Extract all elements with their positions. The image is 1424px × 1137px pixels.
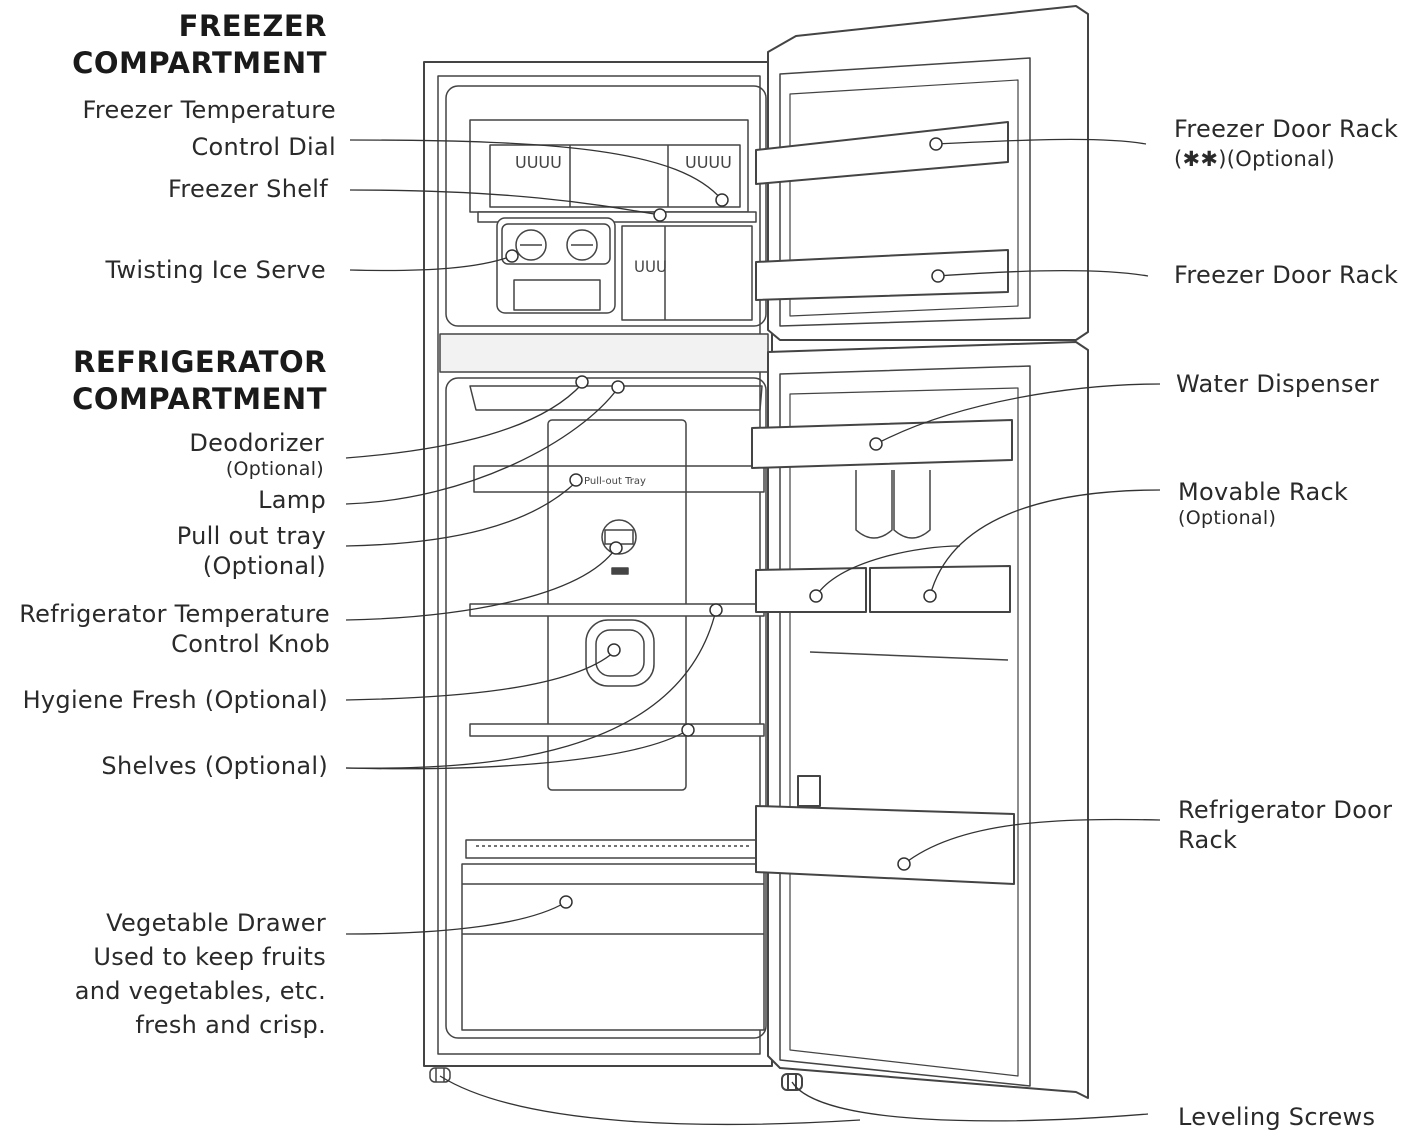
- twisting-ice-serve-unit: [496, 217, 616, 314]
- label-freezer-door-rack-optional-line2: (✱✱)(Optional): [1174, 147, 1335, 171]
- label-freezer-door-rack-optional-line1: Freezer Door Rack: [1174, 115, 1399, 143]
- leader-refrigerator-knob: [345, 547, 617, 621]
- freezer-door: [755, 5, 1089, 341]
- leader-vegetable-drawer: [345, 901, 567, 935]
- freezer-heading: FREEZER COMPARTMENT: [72, 8, 327, 82]
- target-dots: [505, 137, 945, 909]
- freezer-door-rack-lower: [755, 249, 1009, 301]
- label-freezer-door-rack-optional: Freezer Door Rack (✱✱)(Optional): [1174, 114, 1398, 174]
- label-vegetable-drawer-line3: and vegetables, etc.: [74, 977, 326, 1005]
- leader-movable-rack-2: [929, 489, 1161, 597]
- cabinet: [423, 61, 773, 1067]
- label-shelves: Shelves (Optional): [101, 752, 328, 780]
- label-deodorizer-note: (Optional): [225, 458, 324, 480]
- leader-lines: [345, 138, 1161, 1126]
- label-freezer-temp-dial-line1: Freezer Temperature: [82, 96, 336, 124]
- label-refrigerator-door-rack-line2: Rack: [1178, 826, 1238, 854]
- label-refrigerator-temp-knob-line1: Refrigerator Temperature: [19, 600, 330, 628]
- label-deodorizer: Deodorizer (Optional): [189, 428, 324, 480]
- tray-label-text: Pull-out Tray: [584, 476, 646, 487]
- freezer-heading-line2: COMPARTMENT: [72, 46, 327, 80]
- label-leveling-screws: Leveling Screws: [1178, 1103, 1376, 1131]
- label-pull-out-tray-line2: (Optional): [202, 552, 326, 580]
- freezer-door-rack-upper: [755, 121, 1009, 185]
- refrigerator-heading: REFRIGERATOR COMPARTMENT: [72, 344, 327, 418]
- freezer-interior: [445, 85, 767, 327]
- leader-leveling-screws-2: [791, 1081, 1149, 1122]
- label-pull-out-tray: Pull out tray (Optional): [177, 521, 326, 581]
- label-vegetable-drawer-line4: fresh and crisp.: [135, 1011, 326, 1039]
- label-movable-rack-note: (Optional): [1178, 507, 1277, 529]
- leader-refrigerator-door-rack: [903, 818, 1161, 865]
- freezer-internals: ᑌᑌᑌᑌ ᑌᑌᑌᑌ ᑌᑌᑌ: [469, 119, 757, 321]
- label-refrigerator-temp-knob-line2: Control Knob: [171, 630, 330, 658]
- label-vegetable-drawer-line2: Used to keep fruits: [93, 943, 326, 971]
- leader-water-dispenser: [875, 383, 1161, 445]
- movable-rack-right: [869, 565, 1011, 613]
- label-deodorizer-text: Deodorizer: [189, 429, 324, 457]
- label-movable-rack-text: Movable Rack: [1178, 478, 1349, 506]
- refrigerator-door: [751, 341, 1089, 1099]
- label-refrigerator-door-rack-line1: Refrigerator Door: [1178, 796, 1393, 824]
- leader-deodorizer: [345, 383, 583, 459]
- leader-freezer-shelf: [349, 189, 661, 216]
- leader-lamp: [345, 387, 619, 505]
- leader-shelves-2: [345, 729, 689, 770]
- refrigerator-door-rack: [755, 805, 1015, 885]
- label-water-dispenser: Water Dispenser: [1176, 370, 1380, 398]
- label-freezer-temp-dial: Freezer Temperature Control Dial: [82, 92, 336, 166]
- leader-freezer-door-rack-optional: [935, 138, 1147, 145]
- label-movable-rack: Movable Rack (Optional): [1178, 477, 1348, 529]
- hygiene-fresh-unit: [585, 619, 655, 687]
- label-hygiene-fresh: Hygiene Fresh (Optional): [22, 686, 328, 714]
- refrigerator-heading-line2: COMPARTMENT: [72, 382, 327, 416]
- label-refrigerator-temp-knob: Refrigerator Temperature Control Knob: [19, 599, 330, 659]
- label-vegetable-drawer: Vegetable Drawer Used to keep fruits and…: [75, 906, 326, 1042]
- movable-rack-left: [755, 567, 867, 613]
- label-freezer-shelf: Freezer Shelf: [167, 175, 328, 203]
- label-vegetable-drawer-line1: Vegetable Drawer: [106, 909, 326, 937]
- label-freezer-temp-dial-line2: Control Dial: [191, 133, 336, 161]
- label-freezer-door-rack: Freezer Door Rack: [1174, 261, 1399, 289]
- leader-freezer-temp-dial: [349, 139, 723, 201]
- leader-pull-out-tray: [345, 481, 577, 547]
- pull-out-tray: [473, 465, 765, 493]
- label-twisting-ice-serve: Twisting Ice Serve: [105, 256, 326, 284]
- leader-twisting-ice-serve: [349, 255, 513, 272]
- refrigerator-interior: [445, 377, 767, 1039]
- leader-leveling-screws-1: [439, 1075, 861, 1126]
- refrigerator-internals: Pull-out Tray: [429, 385, 765, 1083]
- upper-shelf: [469, 603, 765, 617]
- refrigerator-heading-line1: REFRIGERATOR: [73, 345, 327, 379]
- svg-text:ᑌᑌᑌᑌ: ᑌᑌᑌᑌ: [685, 153, 732, 172]
- leader-hygiene-fresh: [345, 651, 615, 701]
- leader-shelves-1: [345, 609, 717, 769]
- label-pull-out-tray-line1: Pull out tray: [176, 522, 326, 550]
- leader-freezer-door-rack: [937, 270, 1149, 277]
- compartment-divider: [439, 333, 769, 373]
- svg-text:ᑌᑌᑌᑌ: ᑌᑌᑌᑌ: [515, 153, 562, 172]
- svg-text:ᑌᑌᑌ: ᑌᑌᑌ: [634, 258, 667, 276]
- label-refrigerator-door-rack: Refrigerator Door Rack: [1178, 795, 1392, 855]
- label-lamp: Lamp: [258, 486, 326, 514]
- leader-movable-rack-1: [815, 545, 961, 597]
- vegetable-drawer: [461, 863, 765, 1031]
- lower-shelf: [469, 723, 765, 737]
- freezer-heading-line1: FREEZER: [178, 9, 327, 43]
